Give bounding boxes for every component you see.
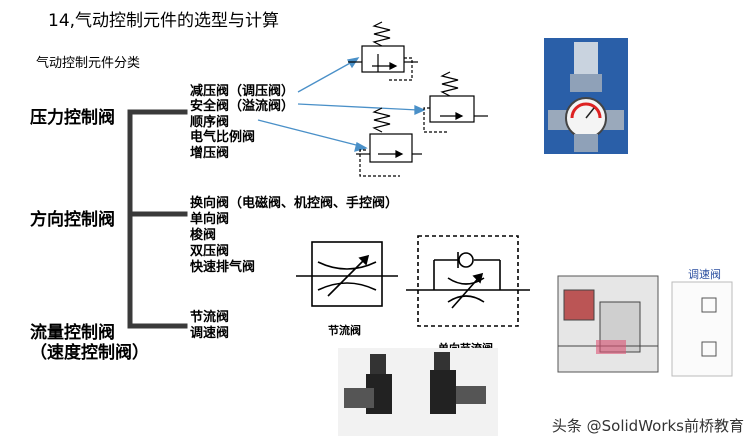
sequence-valve-symbol <box>356 107 422 177</box>
item-pressure-5: 增压阀 <box>190 146 230 161</box>
item-direction-5: 快速排气阀 <box>190 260 256 275</box>
reducing-valve-symbol <box>348 21 418 81</box>
item-pressure-2: 安全阀（溢流阀） <box>190 99 295 114</box>
item-direction-3: 梭阀 <box>190 228 217 243</box>
item-pressure-1: 减压阀（调压阀） <box>190 84 295 99</box>
item-flow-1: 节流阀 <box>190 310 230 325</box>
category-flow-alt: （速度控制阀） <box>30 343 149 363</box>
speed-valve-section-drawing <box>552 262 738 386</box>
throttle-valve-symbol <box>296 241 398 307</box>
category-flow: 流量控制阀 <box>30 323 115 343</box>
item-direction-4: 双压阀 <box>190 244 230 259</box>
item-flow-2: 调速阀 <box>190 326 230 341</box>
item-pressure-3: 顺序阀 <box>190 115 230 130</box>
item-direction-2: 单向阀 <box>190 212 230 227</box>
caption-throttle: 节流阀 <box>328 324 361 337</box>
classification-subtitle: 气动控制元件分类 <box>36 56 141 71</box>
item-pressure-4: 电气比例阀 <box>190 130 256 145</box>
regulator-photo <box>544 38 628 154</box>
throttle-valve-product-photo <box>338 348 498 436</box>
category-pressure: 压力控制阀 <box>30 108 115 128</box>
caption-speed-valve: 调速阀 <box>688 268 721 281</box>
item-direction-1: 换向阀（电磁阀、机控阀、手控阀） <box>190 196 399 211</box>
page-title: 14,气动控制元件的选型与计算 <box>48 11 280 31</box>
watermark: 头条 @SolidWorks前桥教育 <box>551 417 744 435</box>
category-direction: 方向控制阀 <box>30 210 115 230</box>
safety-valve-symbol <box>423 71 488 133</box>
one-way-throttle-symbol <box>406 235 530 327</box>
